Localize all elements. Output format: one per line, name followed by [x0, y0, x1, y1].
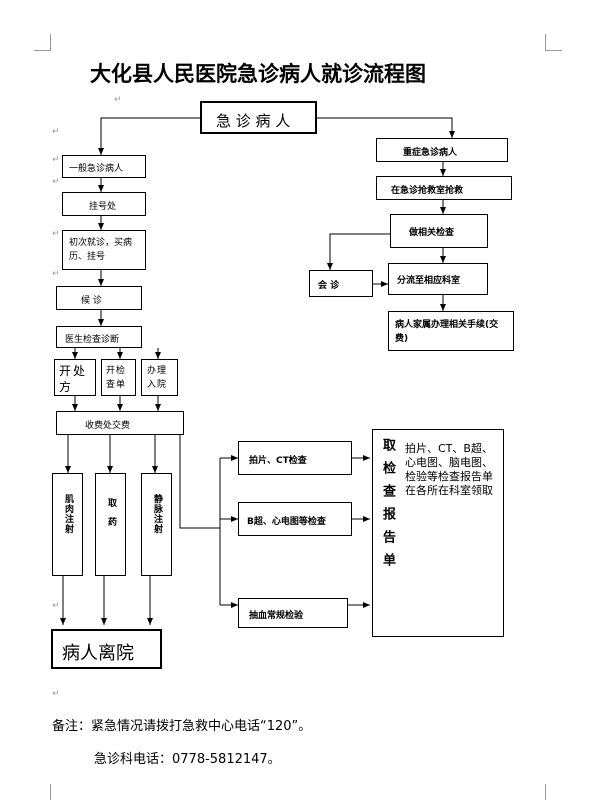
paragraph-mark: ↵ [52, 155, 60, 165]
page-title: 大化县人民医院急诊病人就诊流程图 [90, 61, 426, 86]
admit-node: 办理入院 [141, 359, 178, 396]
tests-label: 做相关检查 [409, 228, 455, 238]
consult-node: 会 诊 [309, 270, 373, 297]
check-order-node: 开检查单 [101, 359, 136, 396]
register-node: 挂号处 [62, 192, 146, 216]
pay-label: 收费处交费 [85, 421, 131, 431]
iv-node: 静脉注射 [141, 473, 172, 576]
rescue-node: 在急诊抢救室抢救 [376, 176, 512, 200]
start-node-label: 急 诊 病 人 [216, 112, 291, 130]
admit-label: 办理入院 [147, 366, 168, 390]
exam-label: 医生检查诊断 [65, 335, 120, 345]
crop-mark-top-left [34, 34, 51, 51]
paragraph-mark: ↵ [52, 177, 60, 187]
paragraph-mark: ↵ [52, 601, 60, 611]
ultrasound-node: B超、心电图等检查 [238, 502, 352, 536]
rescue-label: 在急诊抢救室抢救 [391, 186, 464, 196]
general-patient-node: 一般急诊病人 [62, 155, 146, 178]
check-order-label: 开检查单 [106, 366, 127, 390]
register-label: 挂号处 [89, 202, 117, 212]
report-text: 拍片、CT、B超、心电图、脑电图、检验等检查报告单在各所在科室领取 [405, 442, 493, 497]
blood-test-label: 抽血常规检验 [249, 611, 304, 621]
note-emergency: 备注：紧急情况请拨打急救中心电话“120”。 [52, 719, 312, 734]
iv-label: 静脉注射 [152, 494, 162, 534]
paragraph-mark: ↵ [52, 689, 60, 699]
injection-node: 肌肉注射 [52, 473, 83, 576]
wait-node: 候 诊 [56, 286, 142, 310]
general-patient-label: 一般急诊病人 [69, 164, 124, 174]
family-node: 病人家属办理相关手续(交费) [388, 311, 514, 351]
first-visit-label: 初次就诊，买病历、挂号 [69, 238, 133, 262]
consult-label: 会 诊 [318, 281, 340, 291]
pay-node: 收费处交费 [56, 411, 184, 435]
blood-test-node: 抽血常规检验 [238, 598, 348, 628]
paragraph-mark: ↵ [52, 269, 60, 279]
paragraph-mark: ↵ [52, 127, 60, 137]
medicine-node: 取药 [95, 473, 126, 576]
crop-mark-bottom-right [545, 784, 562, 800]
report-title: 取检查报告单 [380, 438, 395, 576]
leave-label: 病人离院 [62, 643, 134, 664]
wait-label: 候 诊 [81, 296, 102, 306]
leave-node: 病人离院 [51, 629, 162, 669]
family-label: 病人家属办理相关手续(交费) [395, 320, 499, 344]
xray-ct-node: 拍片、CT检查 [238, 441, 352, 475]
transfer-label: 分流至相应科室 [397, 276, 461, 286]
paragraph-mark: ↵ [52, 229, 60, 239]
severe-patient-label: 重症急诊病人 [403, 148, 458, 158]
prescribe-node: 开处方 [54, 359, 96, 396]
start-node: 急 诊 病 人 [200, 101, 317, 134]
prescribe-label: 开处方 [59, 364, 88, 394]
tests-node: 做相关检查 [390, 214, 488, 248]
ultrasound-label: B超、心电图等检查 [247, 517, 326, 527]
report-box: 取检查报告单 拍片、CT、B超、心电图、脑电图、检验等检查报告单在各所在科室领取 [372, 429, 504, 637]
note-phone: 急诊科电话：0778-5812147。 [94, 752, 281, 767]
transfer-node: 分流至相应科室 [388, 263, 488, 295]
crop-mark-bottom-left [34, 784, 51, 800]
injection-label: 肌肉注射 [63, 494, 73, 534]
exam-node: 医生检查诊断 [56, 326, 142, 348]
xray-ct-label: 拍片、CT检查 [249, 456, 307, 466]
severe-patient-node: 重症急诊病人 [376, 138, 508, 162]
first-visit-node: 初次就诊，买病历、挂号 [62, 230, 146, 270]
medicine-label: 取药 [106, 498, 116, 536]
paragraph-mark: ↵ [114, 95, 122, 105]
crop-mark-top-right [545, 34, 562, 51]
